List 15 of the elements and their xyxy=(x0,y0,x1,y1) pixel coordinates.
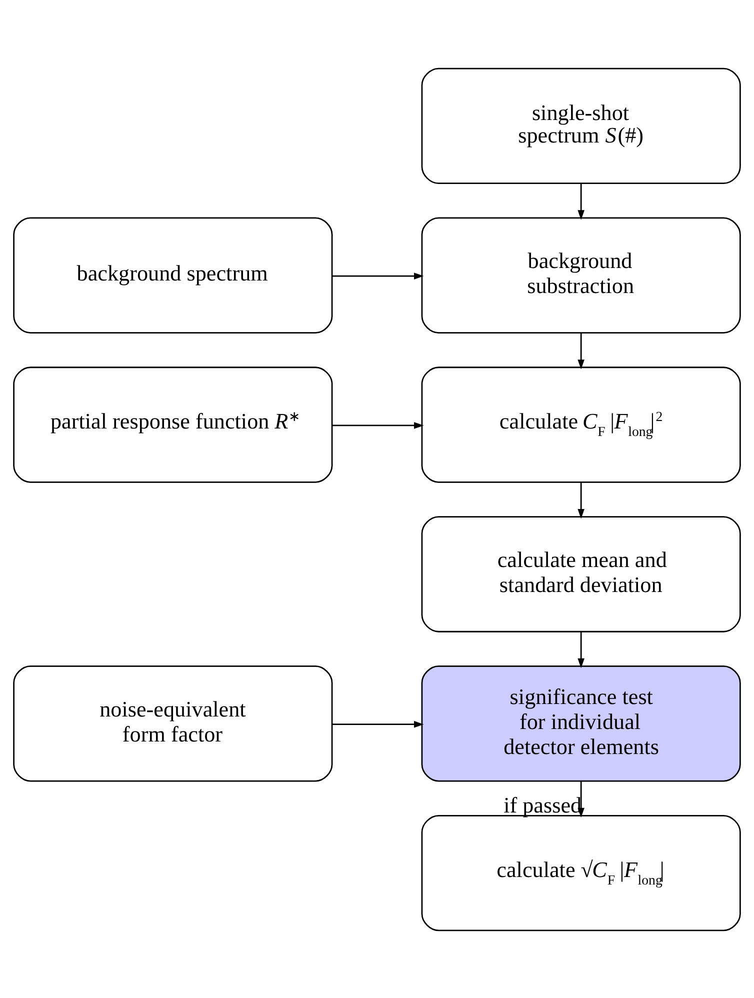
node-box: noise-equivalent form factor xyxy=(13,665,333,782)
arrow xyxy=(578,183,584,220)
node-box: calculate C$_{F}$ |F$_{long}$|$^{2}$ xyxy=(421,366,741,482)
node-box: significance test for individual detector elements xyxy=(421,665,741,782)
node-box: partial response function R$^{∗}$ xyxy=(13,366,333,482)
node-box: single-shot spectrum S(#) xyxy=(421,67,741,184)
arrow xyxy=(332,422,424,428)
arrow xyxy=(578,482,584,518)
arrow xyxy=(578,631,584,668)
arrow xyxy=(332,272,424,279)
arrow xyxy=(578,332,584,369)
node-box: background substraction xyxy=(421,216,741,333)
node-box: calculate mean and standard deviation xyxy=(421,516,741,632)
arrow xyxy=(332,720,424,728)
node-box: background spectrum xyxy=(13,216,333,333)
